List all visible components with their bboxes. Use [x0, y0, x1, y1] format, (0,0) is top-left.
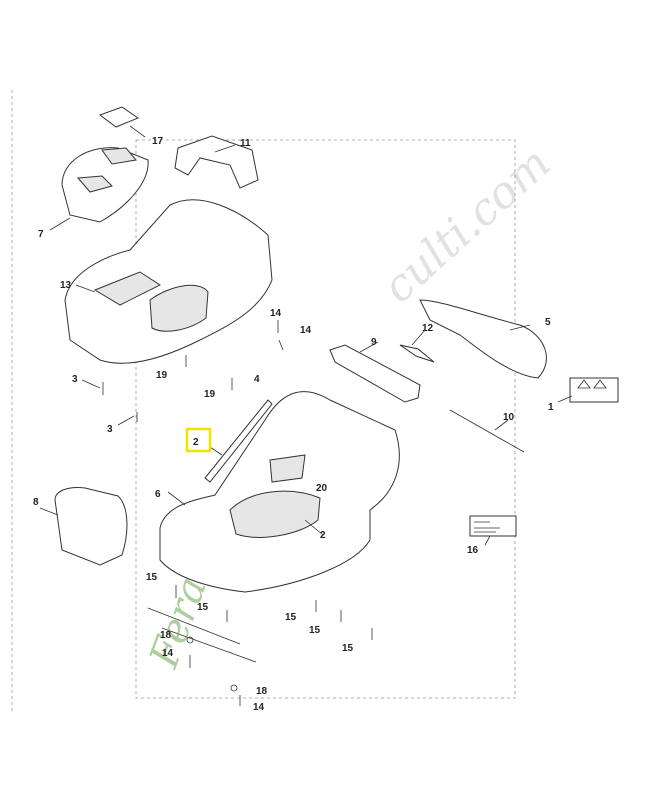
part-1-decal	[569, 377, 619, 403]
part-8-box	[54, 487, 128, 566]
part-11-bracket	[174, 135, 259, 189]
highlight-box	[185, 427, 212, 453]
callout-13: 13	[60, 280, 72, 291]
callout-18: 18	[256, 686, 268, 697]
part-16-plate	[469, 515, 517, 537]
part-9-bracket	[329, 344, 421, 403]
part-17-label	[98, 106, 140, 128]
callout-7: 7	[38, 229, 44, 240]
callout-17: 17	[152, 136, 164, 147]
leader-lines	[39, 125, 573, 546]
part-10-rod	[449, 409, 525, 453]
part-12-pin	[399, 344, 435, 363]
callout-2: 2	[193, 437, 199, 448]
callout-18: 18	[160, 630, 172, 641]
callout-5: 5	[545, 317, 551, 328]
callout-16: 16	[467, 545, 479, 556]
watermark-green: Fera	[141, 571, 216, 674]
callout-15: 15	[146, 572, 158, 583]
callout-9: 9	[371, 337, 377, 348]
callout-11: 11	[240, 138, 251, 149]
callout-15: 15	[309, 625, 321, 636]
callout-19: 19	[204, 389, 216, 400]
callout-3: 3	[72, 374, 78, 385]
axle-rod	[147, 607, 257, 663]
watermark-grey: culti.com	[373, 138, 560, 314]
callout-14: 14	[162, 648, 174, 659]
callout-10: 10	[503, 412, 515, 423]
callout-15: 15	[197, 602, 209, 613]
callout-14: 14	[270, 308, 282, 319]
callout-15: 15	[285, 612, 297, 623]
callout-14: 14	[253, 702, 265, 713]
part-2-strip	[204, 399, 273, 483]
callout-12: 12	[422, 323, 434, 334]
callout-4: 4	[254, 374, 260, 385]
part-13-housing	[64, 199, 273, 364]
callout-8: 8	[33, 497, 39, 508]
assembly-frame	[11, 90, 516, 712]
callout-14: 14	[300, 325, 312, 336]
callout-20: 20	[316, 483, 328, 494]
callout-19: 19	[156, 370, 168, 381]
fasteners	[102, 320, 373, 706]
callout-2: 2	[320, 530, 326, 541]
callout-6: 6	[155, 489, 161, 500]
callout-3: 3	[107, 424, 113, 435]
callout-1: 1	[548, 402, 554, 413]
callout-15: 15	[342, 643, 354, 654]
part-5-deflector	[419, 299, 547, 379]
